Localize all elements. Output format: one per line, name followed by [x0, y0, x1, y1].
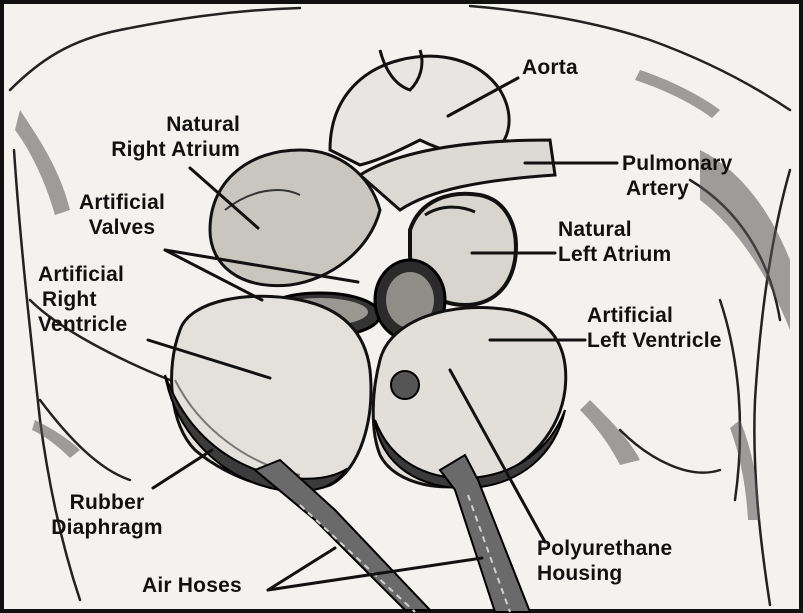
- label-artificial-left-ventricle: Artificial Left Ventricle: [587, 303, 722, 353]
- label-pulmonary-artery: Pulmonary Artery: [622, 151, 732, 201]
- label-natural-left-atrium-line-2: Left Atrium: [558, 242, 671, 267]
- label-natural-right-atrium-line-1: Natural: [88, 112, 240, 137]
- artificial-right-ventricle: [172, 296, 371, 490]
- label-artificial-valves-line-2: Valves: [62, 215, 182, 240]
- label-air-hoses: Air Hoses: [142, 573, 242, 598]
- label-natural-left-atrium: Natural Left Atrium: [558, 217, 671, 267]
- label-aorta-line-1: Aorta: [522, 55, 578, 80]
- label-polyurethane-housing-line-1: Polyurethane: [537, 536, 672, 561]
- label-artificial-right-ventricle-line-2: Right: [38, 287, 127, 312]
- label-artificial-right-ventricle-line-3: Ventricle: [38, 312, 127, 337]
- natural-right-atrium: [210, 150, 380, 286]
- label-pulmonary-artery-line-1: Pulmonary: [622, 151, 732, 176]
- label-air-hoses-line-1: Air Hoses: [142, 573, 242, 598]
- label-rubber-diaphragm-line-2: Diaphragm: [32, 515, 182, 540]
- label-artificial-valves: Artificial Valves: [62, 190, 182, 240]
- label-natural-left-atrium-line-1: Natural: [558, 217, 671, 242]
- label-artificial-left-ventricle-line-1: Artificial: [587, 303, 722, 328]
- label-natural-right-atrium-line-2: Right Atrium: [88, 137, 240, 162]
- label-artificial-right-ventricle: Artificial Right Ventricle: [38, 262, 127, 337]
- label-artificial-valves-line-1: Artificial: [62, 190, 182, 215]
- label-polyurethane-housing-line-2: Housing: [537, 561, 672, 586]
- label-natural-right-atrium: Natural Right Atrium: [88, 112, 240, 162]
- label-artificial-right-ventricle-line-1: Artificial: [38, 262, 127, 287]
- label-rubber-diaphragm: Rubber Diaphragm: [32, 490, 182, 540]
- label-pulmonary-artery-line-2: Artery: [622, 176, 732, 201]
- label-aorta: Aorta: [522, 55, 578, 80]
- label-rubber-diaphragm-line-1: Rubber: [32, 490, 182, 515]
- label-artificial-left-ventricle-line-2: Left Ventricle: [587, 328, 722, 353]
- label-polyurethane-housing: Polyurethane Housing: [537, 536, 672, 586]
